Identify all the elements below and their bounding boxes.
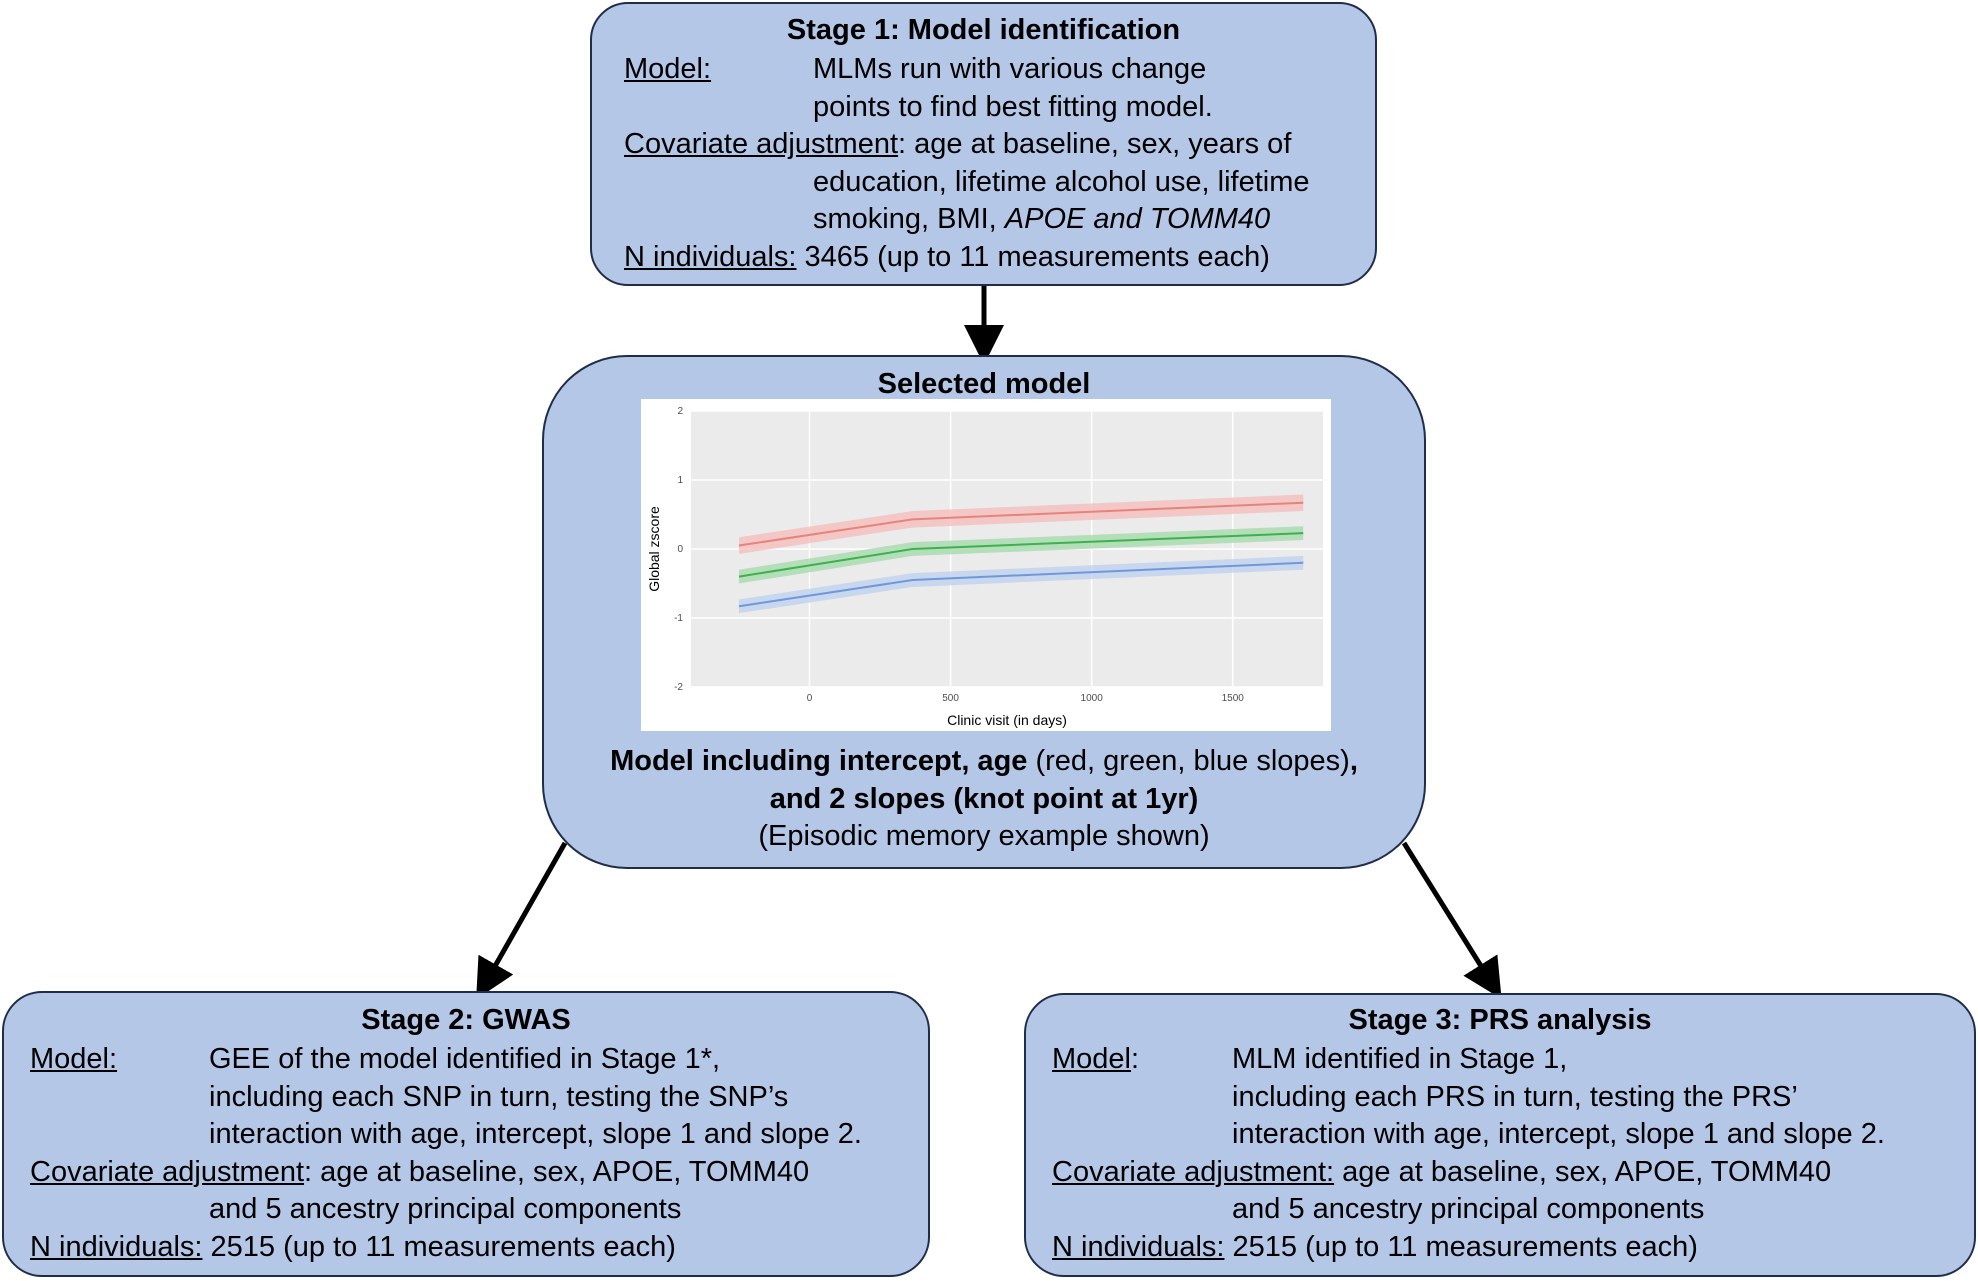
y-tick-label: -1 (674, 613, 683, 624)
stage2-n: N individuals: 2515 (up to 11 measuremen… (30, 1229, 676, 1267)
stage1-model-line: MLMs run with various change (813, 53, 1207, 85)
stage3-covariate-text: and 5 ancestry principal components (1232, 1191, 1704, 1229)
selected-model-caption: Model including intercept, age (red, gre… (544, 743, 1424, 856)
stage1-model-label: Model: (624, 51, 711, 89)
stage2-model-label: Model: (30, 1041, 117, 1079)
series-line (738, 561, 1304, 608)
stage3-covariate-first: age at baseline, sex, APOE, TOMM40 (1334, 1155, 1832, 1188)
stage2-box: Stage 2: GWAS Model: GEE of the model id… (2, 991, 930, 1277)
y-tick-label: 0 (677, 544, 683, 555)
series-line (738, 501, 1304, 547)
stage3-model-first: MLM identified in Stage 1, (1232, 1043, 1568, 1075)
y-axis-label: Global zscore (646, 506, 662, 592)
stage2-model-first: GEE of the model identified in Stage 1*, (209, 1043, 721, 1075)
arrow-selected-to-stage2 (476, 841, 568, 1000)
stage1-covariate: Covariate adjustment: age at baseline, s… (624, 126, 1291, 164)
stage1-box: Stage 1: Model identification Model: MLM… (590, 2, 1377, 286)
stage1-model-text: MLMs run with various change points to f… (813, 51, 1213, 126)
stage2-covariate-text: and 5 ancestry principal components (209, 1191, 681, 1229)
stage2-title: Stage 2: GWAS (361, 1004, 571, 1036)
selected-caption-line1: Model including intercept, age (red, gre… (544, 743, 1424, 781)
caption-normal-part: (red, green, blue slopes) (1027, 745, 1350, 777)
stage2-covariate-line: and 5 ancestry principal components (209, 1193, 682, 1225)
stage3-covariate: Covariate adjustment: age at baseline, s… (1052, 1154, 1831, 1192)
stage1-covariate-text: education, lifetime alcohol use, lifetim… (813, 164, 1309, 239)
stage2-covariate-label: Covariate adjustment (30, 1155, 305, 1188)
stage1-covariate-line-text: smoking, BMI, (813, 203, 1005, 235)
stage1-n: N individuals: 3465 (up to 11 measuremen… (624, 239, 1270, 277)
caption-line2-text: and 2 slopes (knot point at 1yr) (769, 782, 1199, 815)
x-tick-label: 1000 (1081, 693, 1104, 704)
selected-caption-line2: and 2 slopes (knot point at 1yr) (544, 781, 1424, 819)
stage3-model-label-text: Model (1052, 1043, 1131, 1075)
series-confidence-band (738, 526, 1304, 584)
stage1-model-line: points to find best fitting model. (813, 90, 1213, 123)
selected-model-title: Selected model (877, 368, 1091, 400)
y-tick-label: 1 (677, 475, 683, 486)
stage3-covariate-line: and 5 ancestry principal components (1232, 1193, 1705, 1225)
stage1-title: Stage 1: Model identification (786, 14, 1181, 46)
stage2-covariate-first: : age at baseline, sex, APOE, TOMM40 (304, 1155, 810, 1188)
x-tick-label: 0 (807, 693, 813, 704)
x-tick-label: 500 (942, 693, 959, 704)
stage1-n-label: N individuals: (624, 240, 797, 273)
stage1-covariate-line: smoking, BMI, APOE and TOMM40 (813, 201, 1309, 239)
stage3-box: Stage 3: PRS analysis Model: MLM identif… (1024, 993, 1976, 1277)
stage3-model-line: including each PRS in turn, testing the … (1232, 1080, 1798, 1113)
x-axis-label: Clinic visit (in days) (947, 712, 1067, 728)
stage1-covariate-italic: APOE and TOMM40 (1004, 203, 1271, 235)
stage3-title: Stage 3: PRS analysis (1348, 1004, 1652, 1036)
x-tick-label: 1500 (1222, 693, 1245, 704)
stage3-model-line: interaction with age, intercept, slope 1… (1232, 1118, 1885, 1150)
caption-bold-comma: , (1349, 745, 1358, 777)
stage1-covariate-label: Covariate adjustment (624, 128, 899, 160)
stage2-model-line: interaction with age, intercept, slope 1… (209, 1118, 862, 1150)
stage3-n: N individuals: 2515 (up to 11 measuremen… (1052, 1229, 1698, 1267)
stage2-n-label: N individuals: (30, 1230, 203, 1263)
stage3-covariate-label: Covariate adjustment: (1052, 1155, 1335, 1188)
y-tick-label: 2 (677, 406, 683, 417)
stage1-n-value: 3465 (up to 11 measurements each) (796, 240, 1270, 273)
stage2-n-value: 2515 (up to 11 measurements each) (202, 1230, 676, 1263)
stage1-model-label-text: Model: (624, 53, 712, 85)
stage3-model-colon: : (1131, 1043, 1140, 1075)
stage3-model-label: Model: (1052, 1041, 1139, 1079)
stage2-model-label-text: Model: (30, 1043, 118, 1075)
caption-bold-part: Model including intercept, age (610, 745, 1028, 777)
stage1-covariate-line: education, lifetime alcohol use, lifetim… (813, 165, 1310, 198)
series-line (738, 532, 1304, 578)
stage3-n-label: N individuals: (1052, 1230, 1225, 1263)
series-confidence-band (738, 555, 1304, 614)
stage2-model-text: GEE of the model identified in Stage 1*,… (209, 1041, 862, 1154)
stage3-model-text: MLM identified in Stage 1, including eac… (1232, 1041, 1885, 1154)
stage2-model-line: including each SNP in turn, testing the … (209, 1080, 789, 1113)
selected-caption-line3: (Episodic memory example shown) (758, 820, 1210, 852)
stage3-n-value: 2515 (up to 11 measurements each) (1224, 1230, 1698, 1263)
stage2-covariate: Covariate adjustment: age at baseline, s… (30, 1154, 809, 1192)
stage1-covariate-first: : age at baseline, sex, years of (898, 128, 1292, 160)
y-tick-label: -2 (674, 682, 683, 693)
arrow-selected-to-stage3 (1401, 841, 1502, 999)
